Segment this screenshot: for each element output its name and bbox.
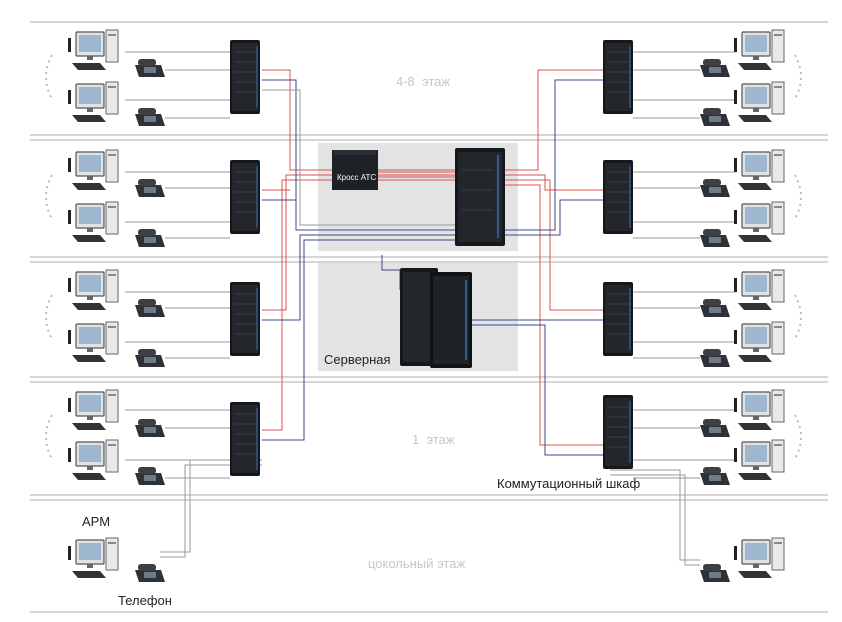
phone-icon	[700, 467, 730, 485]
phone-icon	[700, 299, 730, 317]
phone-icon	[700, 419, 730, 437]
server-room-label: Серверная	[324, 352, 391, 367]
phone-icon	[700, 229, 730, 247]
main-rack	[455, 148, 505, 246]
workstation-icon	[733, 81, 785, 123]
phone-icon	[135, 299, 165, 317]
floor-label-1: 1 этаж	[412, 432, 455, 447]
phone-label: Телефон	[118, 593, 172, 608]
phone-icon	[135, 467, 165, 485]
workstation-label: АРМ	[82, 514, 110, 529]
server-rack-icon	[229, 281, 261, 357]
workstation-icon	[67, 321, 119, 363]
server-rack-icon	[229, 39, 261, 115]
workstation-icon	[67, 269, 119, 311]
phone-icon	[135, 59, 165, 77]
left-workstations	[45, 29, 165, 582]
workstation-icon	[67, 201, 119, 243]
workstation-icon	[733, 149, 785, 191]
workstation-icon	[733, 269, 785, 311]
workstation-icon	[67, 537, 119, 579]
phone-icon	[700, 349, 730, 367]
workstation-icon	[733, 29, 785, 71]
workstation-icon	[67, 389, 119, 431]
workstation-icon	[733, 201, 785, 243]
left-stubs	[125, 51, 230, 479]
server-racks	[400, 268, 472, 368]
cabling	[160, 69, 700, 566]
pbx-label: Кросс АТС	[337, 173, 376, 182]
server-rack-icon	[602, 159, 634, 235]
right-stubs	[633, 51, 735, 479]
phone-icon	[135, 419, 165, 437]
workstation-icon	[733, 439, 785, 481]
phone-icon	[135, 349, 165, 367]
server-rack-icon	[602, 39, 634, 115]
phone-icon	[700, 59, 730, 77]
floor-label-basement: цокольный этаж	[368, 556, 465, 571]
workstation-icon	[733, 321, 785, 363]
pbx-cross-icon	[332, 150, 378, 190]
switch-cabinet-label: Коммутационный шкаф	[497, 476, 641, 491]
server-rack-icon	[602, 394, 634, 470]
workstation-icon	[67, 439, 119, 481]
floor-dividers	[30, 21, 828, 613]
workstation-icon	[67, 29, 119, 71]
phone-icon	[700, 108, 730, 126]
pbx-cross: Кросс АТС	[332, 150, 378, 190]
right-workstations	[700, 29, 802, 582]
phone-icon	[135, 108, 165, 126]
workstation-icon	[733, 389, 785, 431]
server-rack-icon	[229, 159, 261, 235]
phone-icon	[700, 564, 730, 582]
server-rack-icon	[602, 281, 634, 357]
phone-icon	[135, 564, 165, 582]
server-rack-icon	[229, 401, 261, 477]
phone-icon	[700, 179, 730, 197]
workstation-icon	[67, 81, 119, 123]
phone-icon	[135, 229, 165, 247]
floor-label-4-8: 4-8 этаж	[396, 74, 450, 89]
phone-icon	[135, 179, 165, 197]
workstation-icon	[67, 149, 119, 191]
workstation-icon	[733, 537, 785, 579]
